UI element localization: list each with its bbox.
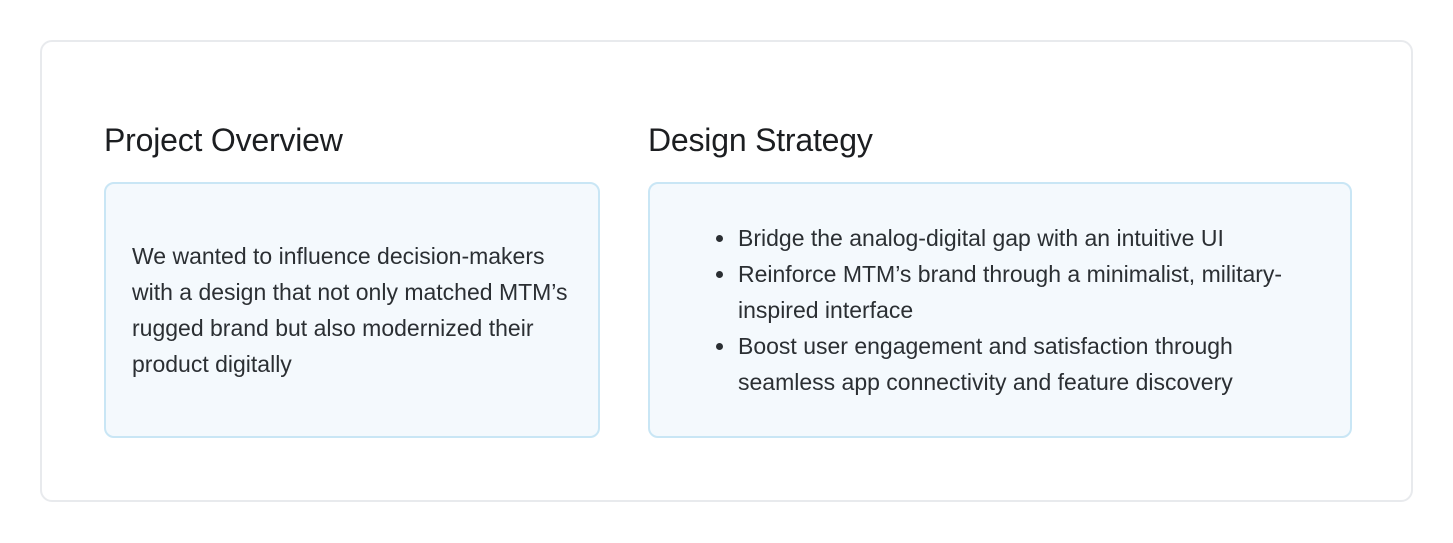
project-overview-title: Project Overview xyxy=(104,122,343,158)
bullet-icon xyxy=(716,343,723,350)
project-overview-text: We wanted to influence decision-makers w… xyxy=(132,243,568,377)
design-strategy-section: Design Strategy Bridge the analog-digita… xyxy=(648,122,1352,438)
strategy-list-item: Boost user engagement and satisfaction t… xyxy=(710,328,1324,400)
project-overview-panel: We wanted to influence decision-makers w… xyxy=(104,182,600,438)
content-card: Project Overview We wanted to influence … xyxy=(40,40,1413,502)
strategy-item-text: Reinforce MTM’s brand through a minimali… xyxy=(738,261,1283,323)
bullet-icon xyxy=(716,235,723,242)
design-strategy-list: Bridge the analog-digital gap with an in… xyxy=(710,220,1324,400)
bullet-icon xyxy=(716,271,723,278)
design-strategy-panel: Bridge the analog-digital gap with an in… xyxy=(648,182,1352,438)
strategy-list-item: Bridge the analog-digital gap with an in… xyxy=(710,220,1324,256)
strategy-item-text: Boost user engagement and satisfaction t… xyxy=(738,333,1233,395)
project-overview-section: Project Overview We wanted to influence … xyxy=(104,122,600,438)
strategy-list-item: Reinforce MTM’s brand through a minimali… xyxy=(710,256,1324,328)
strategy-item-text: Bridge the analog-digital gap with an in… xyxy=(738,225,1224,251)
design-strategy-title: Design Strategy xyxy=(648,122,873,158)
